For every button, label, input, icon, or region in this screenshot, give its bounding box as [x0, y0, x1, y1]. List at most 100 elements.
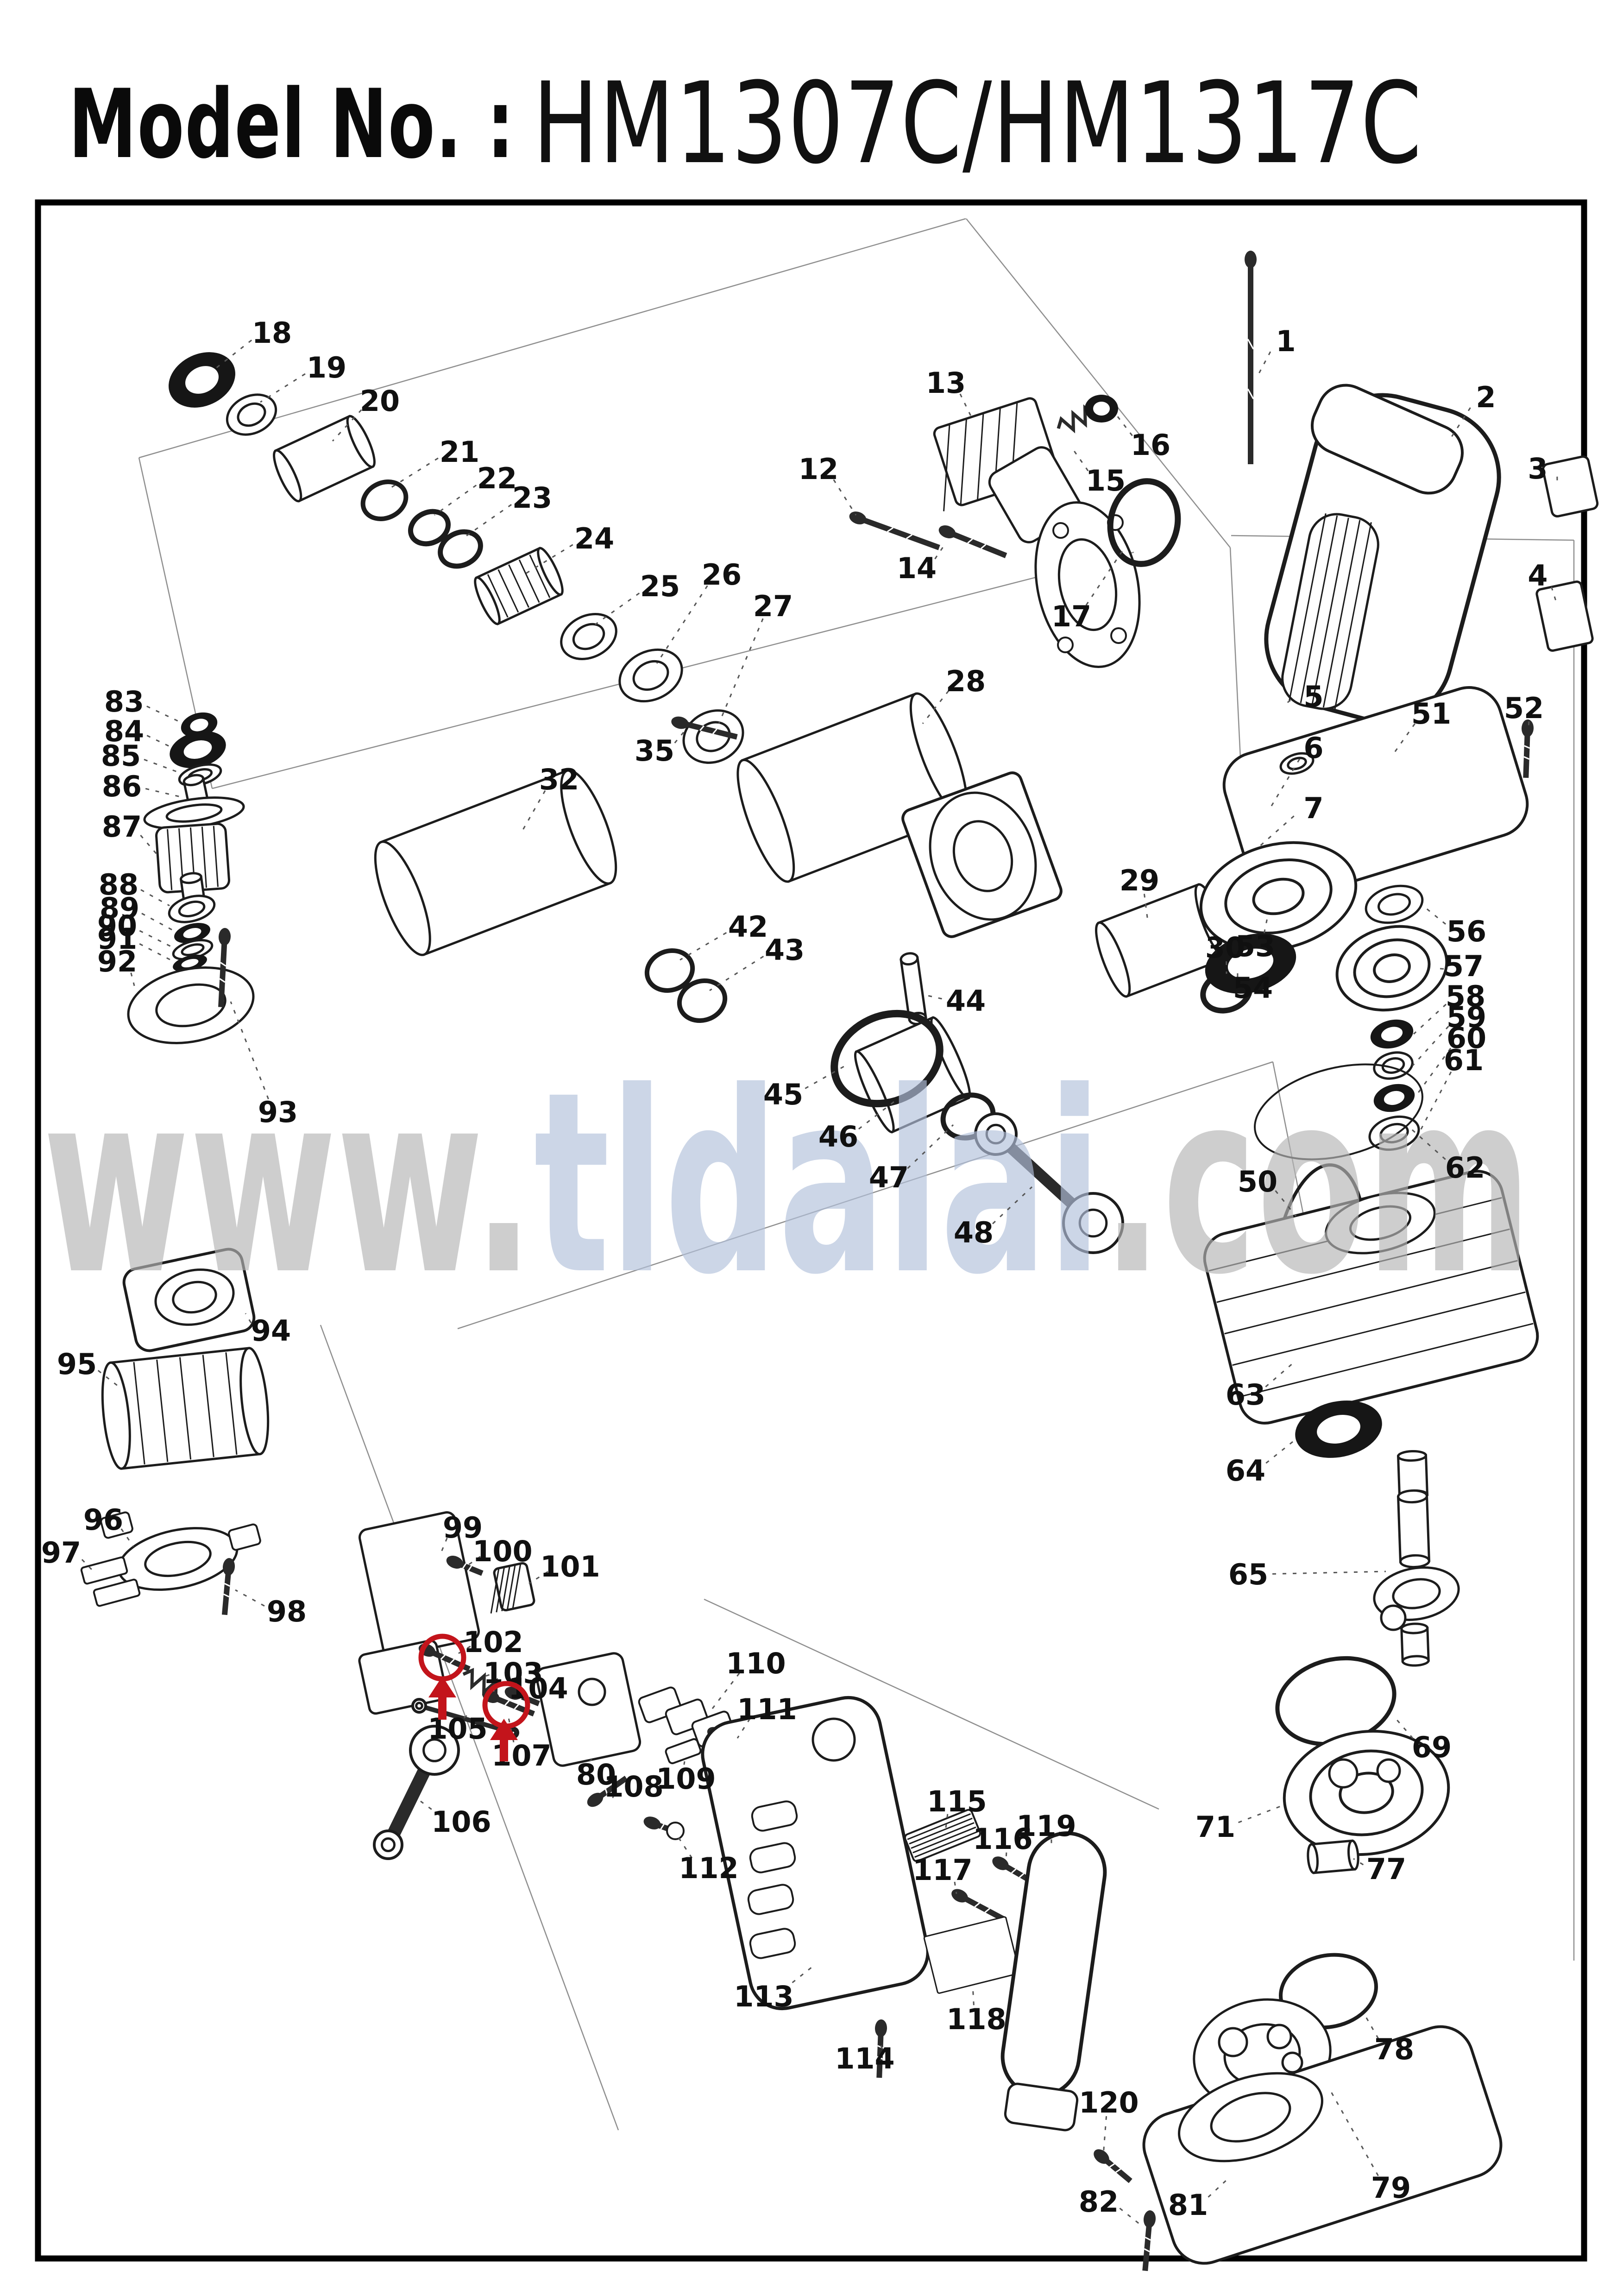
leader-29: [1143, 894, 1149, 921]
controller-base-99: [358, 1639, 448, 1715]
brush-ring-96: [117, 1527, 239, 1591]
leader-77: [1353, 1858, 1364, 1866]
part-label-57: 57: [1444, 949, 1484, 983]
flange-bore-28: [929, 791, 1037, 921]
part-label-50: 50: [1238, 1165, 1277, 1198]
part-label-47: 47: [869, 1161, 909, 1194]
part-label-105: 105: [428, 1712, 487, 1746]
leader-17: [1085, 547, 1126, 606]
part-label-30: 30: [1205, 931, 1245, 965]
screw-52: [1521, 719, 1534, 778]
name-label-118: [923, 1916, 1020, 1994]
leader-89: [141, 913, 175, 932]
crank-shaft-65: [1397, 1489, 1431, 1569]
part-label-115: 115: [927, 1785, 987, 1818]
part-label-108: 108: [604, 1770, 663, 1804]
part-label-2: 2: [1476, 380, 1496, 414]
diagram-border: [35, 199, 1587, 2262]
part-label-19: 19: [307, 351, 346, 385]
leader-16: [1116, 416, 1133, 436]
leader-20: [332, 409, 362, 442]
part-label-110: 110: [726, 1646, 786, 1680]
leader-65: [1272, 1571, 1386, 1575]
plate-hole-79: [1281, 2051, 1303, 2074]
adjuster-hole-80: [578, 1678, 606, 1706]
leader-4: [1551, 587, 1557, 603]
red-annotations: [418, 1634, 530, 1761]
part-label-100: 100: [472, 1534, 532, 1568]
part-label-85: 85: [101, 739, 141, 773]
part-label-21: 21: [440, 435, 479, 469]
leader-90: [139, 930, 174, 949]
leader-47: [907, 1124, 954, 1169]
screw-98: [221, 1558, 235, 1615]
plate-hole-79: [1266, 2024, 1292, 2050]
part-label-62: 62: [1445, 1151, 1485, 1185]
part-label-27: 27: [753, 589, 793, 623]
leader-91: [139, 943, 174, 962]
leader-45: [805, 1066, 844, 1089]
leader-7: [1258, 815, 1295, 848]
part-label-5: 5: [1303, 680, 1323, 713]
plate-hole-79: [1218, 2027, 1248, 2057]
watermark-prefix: www.: [43, 1039, 534, 1330]
leader-102: [457, 1646, 471, 1655]
part-label-52: 52: [1504, 691, 1544, 725]
housing-hole-113: [812, 1717, 856, 1762]
cap-nut-16: [1085, 395, 1118, 423]
leader-105: [460, 1715, 467, 1722]
leader-1: [1258, 351, 1271, 374]
stopper-77: [1307, 1839, 1359, 1874]
leader-22: [434, 485, 477, 516]
flange-hole: [1052, 522, 1069, 539]
washer-56: [1365, 884, 1424, 924]
part-label-84: 84: [104, 714, 144, 748]
part-label-58: 58: [1446, 979, 1485, 1013]
leader-12: [833, 479, 857, 516]
leader-71: [1238, 1804, 1286, 1823]
leader-46: [858, 1098, 898, 1130]
part-label-98: 98: [267, 1595, 307, 1628]
leader-15: [1073, 450, 1089, 472]
parts-artwork: [80, 251, 1599, 2271]
part-label-82: 82: [1079, 2185, 1119, 2219]
leader-78: [1365, 2016, 1379, 2039]
leader-43: [709, 956, 764, 991]
leader-2: [1448, 407, 1471, 442]
part-label-111: 111: [737, 1692, 797, 1726]
handle-grip-2: [1281, 513, 1379, 710]
leader-82: [1119, 2208, 1141, 2226]
motor-housing-95: [101, 1347, 270, 1470]
part-label-117: 117: [912, 1853, 972, 1887]
o-ring-42: [644, 948, 695, 993]
part-label-25: 25: [640, 569, 680, 603]
vent-113: [749, 1928, 796, 1959]
leader-98: [235, 1589, 265, 1607]
cover-bore-81: [1178, 2072, 1323, 2163]
leader-79: [1327, 2087, 1379, 2176]
motor-housing-113: [701, 1696, 930, 2011]
flange-hole: [1110, 627, 1127, 644]
part-label-32: 32: [539, 763, 579, 796]
housing-bore-63: [1325, 1192, 1436, 1255]
part-label-109: 109: [656, 1762, 716, 1796]
cap-hole-71: [1376, 1758, 1401, 1783]
part-label-118: 118: [946, 2002, 1006, 2036]
leader-110: [710, 1672, 740, 1711]
leader-83: [146, 706, 182, 724]
part-label-48: 48: [954, 1216, 994, 1249]
plate-4: [1535, 580, 1594, 652]
leader-101: [528, 1571, 548, 1584]
vent-113: [747, 1884, 794, 1915]
clip-109: [665, 1738, 702, 1765]
washer-25: [560, 613, 617, 660]
gasket-62: [1254, 1063, 1423, 1161]
washer-61: [1368, 1116, 1420, 1151]
leader-96: [120, 1528, 134, 1547]
part-label-114: 114: [835, 2042, 894, 2075]
part-label-97: 97: [41, 1536, 81, 1570]
barrel-32: [374, 769, 617, 956]
model-number-label: Model No. :: [69, 69, 515, 180]
part-label-119: 119: [1016, 1809, 1076, 1843]
switch-101: [490, 1562, 535, 1614]
